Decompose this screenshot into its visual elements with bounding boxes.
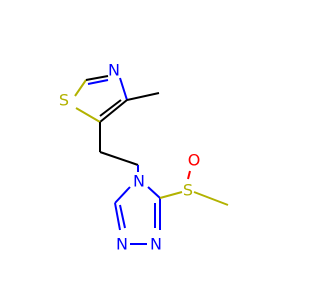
sulfinyl-oxygen-label: O <box>188 151 201 170</box>
triazole-ring <box>114 186 161 245</box>
ethyl-linker <box>99 122 139 172</box>
bond-c3-s <box>159 191 183 199</box>
bond-c4-c5 <box>99 99 128 123</box>
methylsulfinyl-group <box>159 170 229 206</box>
bond-n3-c4 <box>119 77 128 101</box>
molecule-structure: S N N N N S O <box>59 61 229 254</box>
bond-c4-c5-double <box>99 99 122 117</box>
bond-c5-n1 <box>114 202 121 231</box>
triazole-n2-label: N <box>150 235 162 254</box>
bond-c5-s1 <box>75 107 101 123</box>
thiazole-ring <box>74 75 128 123</box>
thiazole-sulfur-label: S <box>59 91 69 110</box>
bond-n4-c3 <box>147 186 161 199</box>
bond-c2-n3-double <box>87 79 109 85</box>
thiazole-nitrogen-label: N <box>108 61 120 80</box>
bond-s1-c2 <box>74 79 87 97</box>
bond-c4-methyl <box>126 92 160 101</box>
bond-n4-c5 <box>114 186 131 204</box>
triazole-n4-label: N <box>133 172 145 191</box>
bond-ch2-ch2 <box>99 151 139 166</box>
triazole-n1-label: N <box>116 235 128 254</box>
bond-s-o <box>187 170 191 180</box>
bond-c2-n3 <box>85 75 109 81</box>
bond-s-methyl <box>193 191 229 206</box>
bond-c5-n1-double <box>119 204 126 229</box>
sulfinyl-sulfur-label: S <box>183 181 193 200</box>
